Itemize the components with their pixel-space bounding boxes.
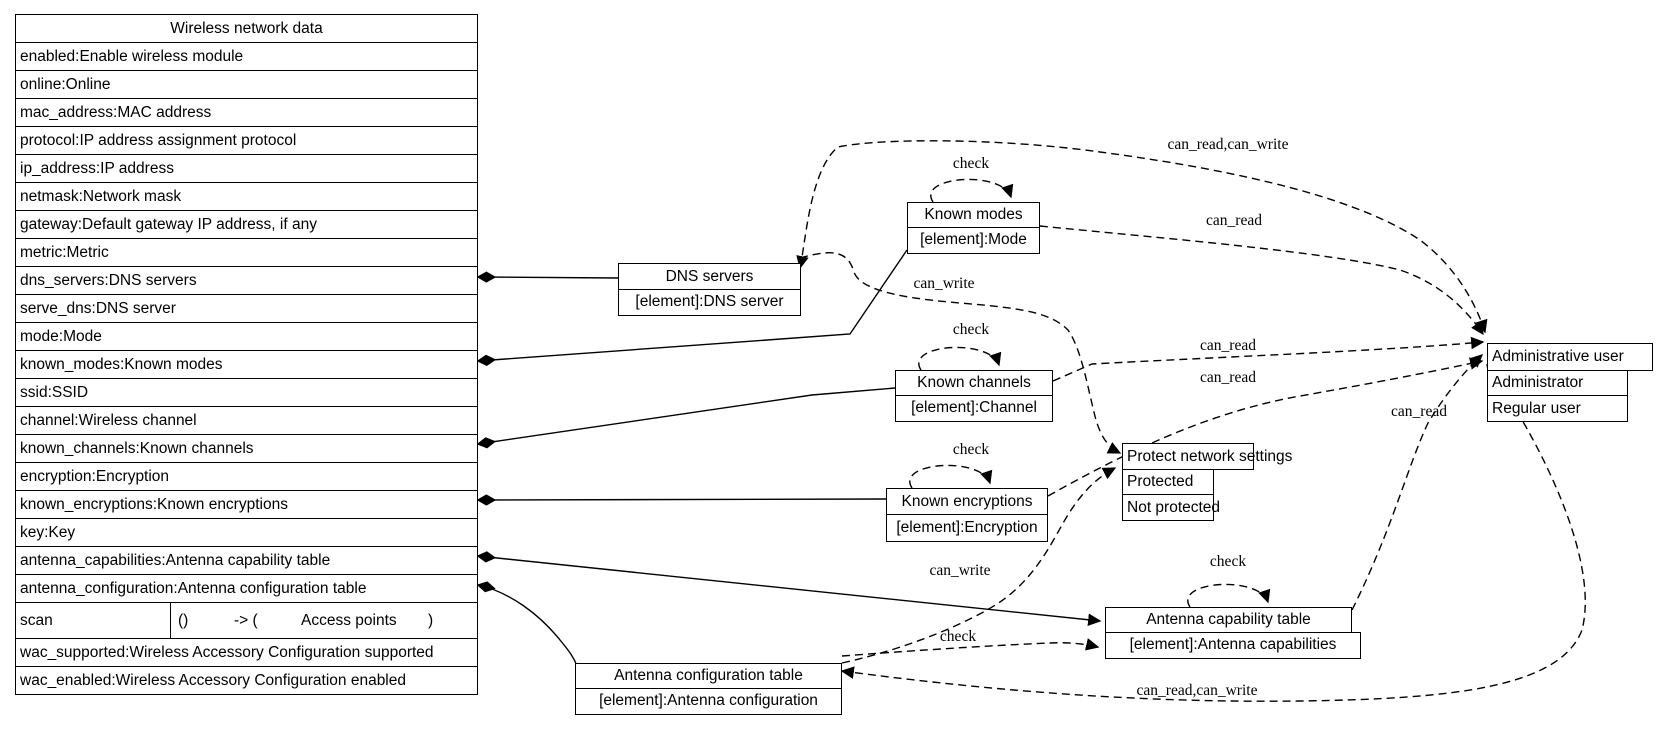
edge-config-admin-readwrite	[840, 363, 1586, 702]
edge-antennaconfiguration-composition	[476, 581, 578, 667]
node-protect-network-settings: Protect network settings Protected Not p…	[1122, 443, 1292, 521]
scan-result: Access points	[301, 611, 397, 629]
wireless-network-data-table: Wireless network data enabled:Enable wir…	[15, 14, 478, 695]
node-row: Regular user	[1487, 395, 1628, 422]
edge-label-dns-admin: can_read,can_write	[1167, 136, 1289, 153]
edge-label-capability-read: can_read	[1391, 403, 1447, 420]
table-row-mac-address: mac_address:MAC address	[16, 98, 477, 126]
edge-label-knownencryptions-read: can_read	[1200, 369, 1256, 386]
edge-label-check-capability: check	[1209, 553, 1247, 570]
table-row-antenna-configuration: antenna_configuration:Antenna configurat…	[16, 574, 477, 602]
node-row: [element]:Channel	[895, 394, 1053, 422]
scan-method-signature: () -> ( Access points )	[171, 603, 477, 638]
node-antenna-capability-table: Antenna capability table [element]:Anten…	[1105, 607, 1361, 659]
node-title: Known encryptions	[886, 488, 1048, 515]
node-known-modes: Known modes [element]:Mode	[907, 202, 1040, 254]
table-row-known-channels: known_channels:Known channels	[16, 434, 477, 462]
edge-config-capability-check	[841, 638, 1100, 657]
node-dns-servers: DNS servers [element]:DNS server	[618, 263, 801, 316]
table-row-mode: mode:Mode	[16, 322, 477, 350]
table-row-scan-method: scan () -> ( Access points )	[16, 602, 477, 638]
edge-capability-admin-read	[1351, 354, 1484, 611]
node-title: Known modes	[907, 202, 1040, 228]
node-title: Antenna capability table	[1105, 607, 1352, 633]
table-row-online: online:Online	[16, 70, 477, 98]
table-row-known-encryptions: known_encryptions:Known encryptions	[16, 490, 477, 518]
node-row: [element]:DNS server	[618, 288, 801, 316]
table-row-known-modes: known_modes:Known modes	[16, 350, 477, 378]
loop-check-knownmodes	[930, 178, 1014, 203]
loop-check-knownencryptions	[909, 464, 993, 489]
table-row-ip-address: ip_address:IP address	[16, 154, 477, 182]
edge-config-protect-write	[841, 467, 1117, 664]
node-row: [element]:Mode	[907, 226, 1040, 254]
table-row-channel: channel:Wireless channel	[16, 406, 477, 434]
table-row-wac-supported: wac_supported:Wireless Accessory Configu…	[16, 638, 477, 666]
edge-knownmodes-admin-read	[1039, 225, 1484, 336]
table-row-netmask: netmask:Network mask	[16, 182, 477, 210]
edge-label-dns-write: can_write	[913, 275, 975, 292]
table-row-antenna-capabilities: antenna_capabilities:Antenna capability …	[16, 546, 477, 574]
node-known-channels: Known channels [element]:Channel	[895, 370, 1053, 422]
scan-method-name: scan	[16, 603, 171, 638]
node-row: Protected	[1122, 468, 1214, 496]
node-administrative-user: Administrative user Administrator Regula…	[1487, 343, 1653, 422]
edge-knownchannels-admin-read	[1052, 336, 1485, 382]
table-row-enabled: enabled:Enable wireless module	[16, 42, 477, 70]
node-row: [element]:Antenna configuration	[575, 687, 842, 715]
edge-label-check-knownmodes: check	[952, 155, 990, 172]
scan-arrow: -> (	[234, 611, 258, 629]
table-row-wac-enabled: wac_enabled:Wireless Accessory Configura…	[16, 666, 477, 694]
edge-knownchannels-composition	[476, 387, 896, 449]
edge-antennacapabilities-composition	[476, 551, 1102, 627]
edge-knownencryptions-admin-read	[1047, 357, 1484, 497]
node-row: [element]:Encryption	[886, 513, 1048, 542]
edge-knownencryptions-composition	[476, 494, 887, 506]
node-title: Protect network settings	[1122, 443, 1292, 470]
edge-label-check-config: check	[939, 628, 977, 645]
table-row-ssid: ssid:SSID	[16, 378, 477, 406]
edge-label-knownmodes-read: can_read	[1206, 212, 1262, 229]
edge-label-check-knownchannels: check	[952, 321, 990, 338]
scan-close-paren: )	[428, 611, 434, 629]
node-title: Administrative user	[1487, 343, 1653, 371]
edge-label-check-knownencryptions: check	[952, 441, 990, 458]
edge-dns-protect-write	[799, 252, 1122, 454]
node-antenna-configuration-table: Antenna configuration table [element]:An…	[575, 663, 842, 715]
node-row: [element]:Antenna capabilities	[1105, 631, 1361, 659]
table-row-dns-servers: dns_servers:DNS servers	[16, 266, 477, 294]
node-title: DNS servers	[618, 263, 801, 290]
node-title: Known channels	[895, 370, 1053, 396]
node-title: Antenna configuration table	[575, 663, 842, 689]
edge-dnsservers-composition	[476, 271, 619, 283]
table-row-encryption: encryption:Encryption	[16, 462, 477, 490]
node-row: Not protected	[1122, 494, 1220, 521]
edge-label-config-admin: can_read,can_write	[1136, 682, 1258, 699]
scan-args: ()	[178, 611, 189, 629]
edge-label-config-write: can_write	[929, 562, 991, 579]
loop-check-capability	[1187, 583, 1271, 608]
table-row-gateway: gateway:Default gateway IP address, if a…	[16, 210, 477, 238]
node-known-encryptions: Known encryptions [element]:Encryption	[886, 488, 1048, 542]
loop-check-knownchannels	[918, 346, 1002, 371]
edge-label-knownchannels-read: can_read	[1200, 337, 1256, 354]
table-title: Wireless network data	[170, 19, 323, 37]
edge-dns-admin-readwrite	[796, 140, 1488, 334]
table-row-protocol: protocol:IP address assignment protocol	[16, 126, 477, 154]
table-row-metric: metric:Metric	[16, 238, 477, 266]
table-row-key: key:Key	[16, 518, 477, 546]
table-row-serve-dns: serve_dns:DNS server	[16, 294, 477, 322]
node-row: Administrator	[1487, 369, 1628, 397]
